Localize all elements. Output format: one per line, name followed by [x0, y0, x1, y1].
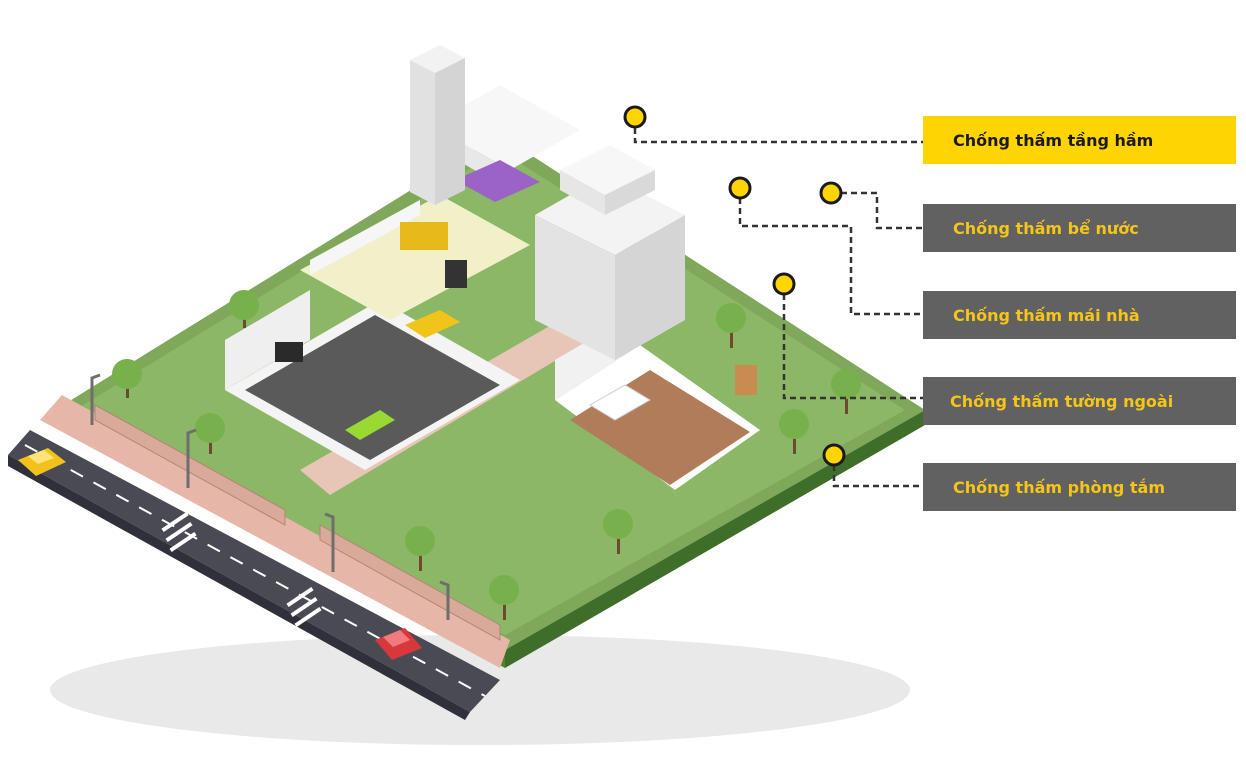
location-dot-icon — [819, 181, 843, 205]
bathroom — [555, 310, 760, 490]
tree-icon — [112, 290, 861, 620]
location-dot-icon — [623, 105, 647, 129]
front-fence — [94, 404, 501, 641]
stair-tower — [535, 145, 685, 360]
street — [8, 395, 510, 720]
upper-floor — [410, 45, 580, 205]
car-icon — [18, 448, 66, 476]
label-exterior-wall-waterproofing[interactable]: Chống thấm tường ngoài — [923, 377, 1236, 425]
location-dot-icon — [772, 272, 796, 296]
location-dot-icon — [728, 176, 752, 200]
kitchen — [300, 195, 530, 338]
living-room — [225, 290, 520, 470]
connector-line-basement — [633, 118, 923, 144]
label-water-tank-waterproofing[interactable]: Chống thấm bể nước — [923, 204, 1236, 252]
street-lamp-icon — [90, 373, 450, 620]
label-basement-waterproofing[interactable]: Chống thấm tầng hầm — [923, 116, 1236, 164]
connector-line-water-tank — [831, 191, 923, 230]
label-bathroom-waterproofing[interactable]: Chống thấm phòng tắm — [923, 463, 1236, 511]
connector-line-roof — [738, 188, 923, 316]
label-roof-waterproofing[interactable]: Chống thấm mái nhà — [923, 291, 1236, 339]
connector-lines — [633, 118, 923, 488]
car-icon — [375, 628, 422, 660]
connector-line-exterior-wall — [782, 284, 923, 400]
location-dot-icon — [822, 443, 846, 467]
